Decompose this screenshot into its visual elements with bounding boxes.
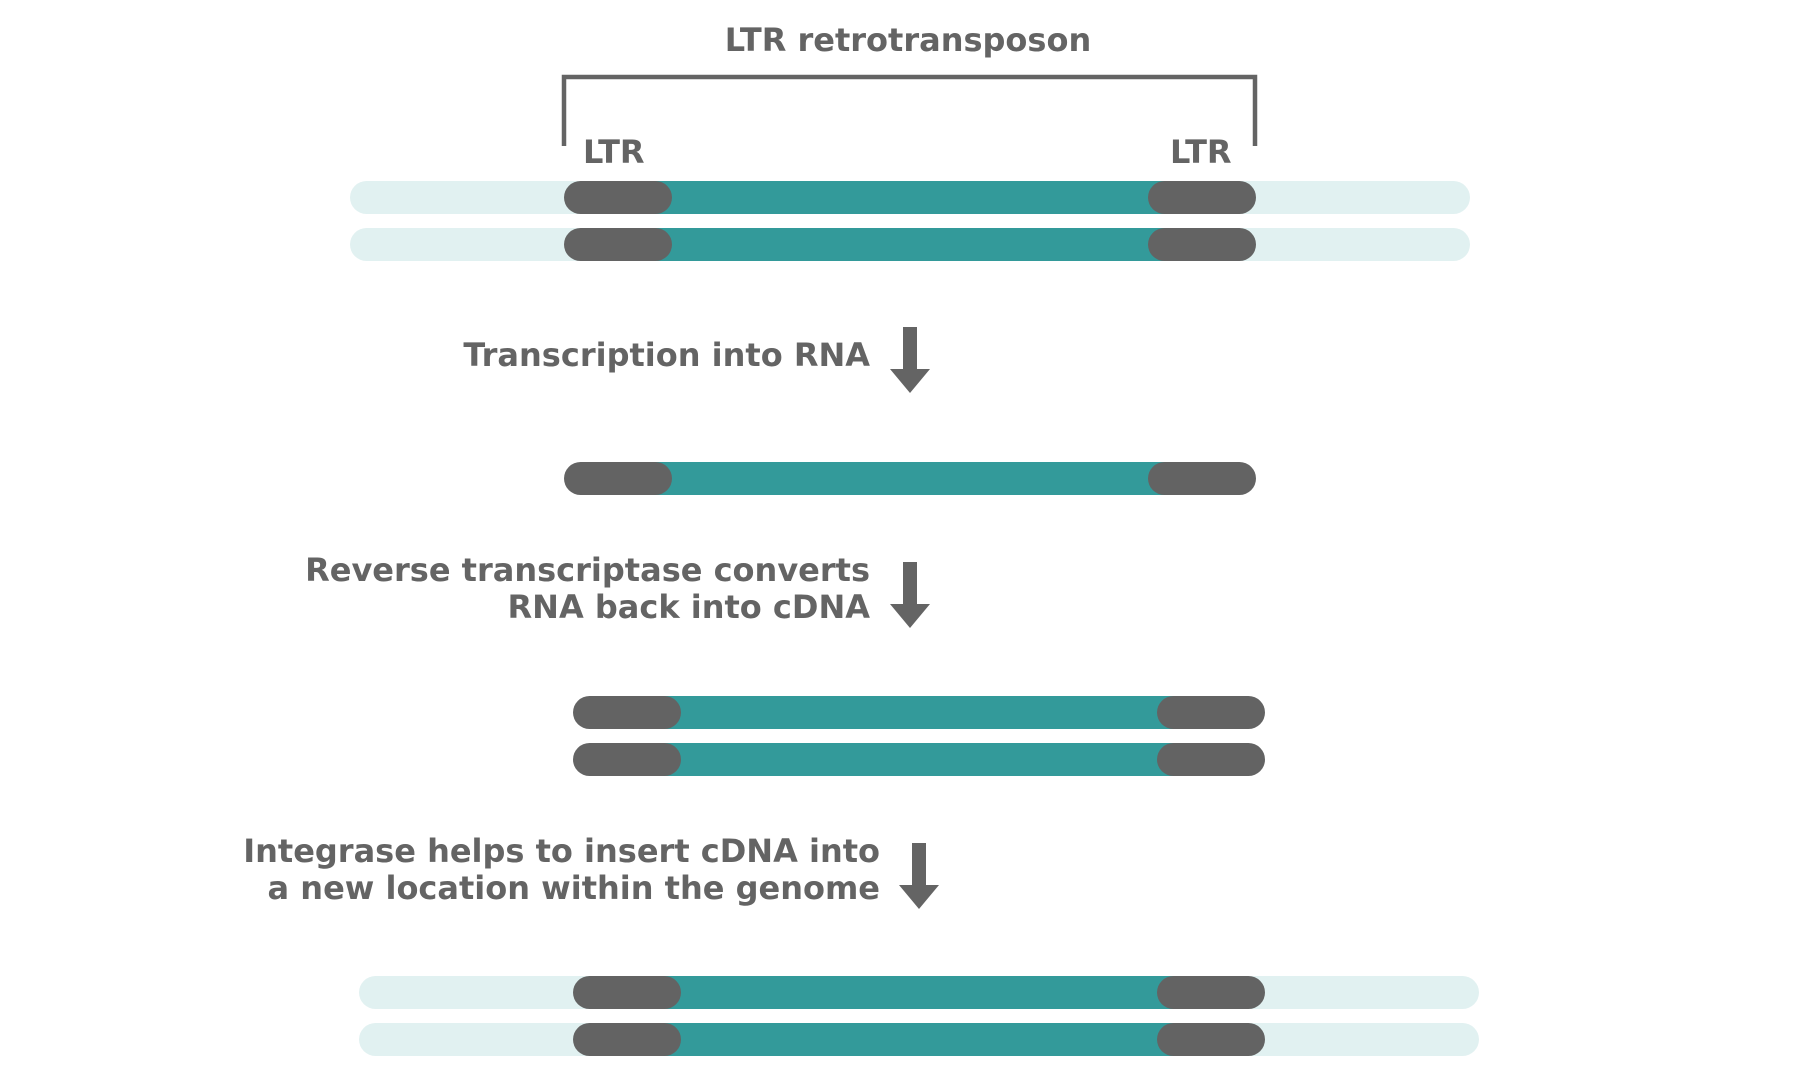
arrow-down-icon [890, 562, 930, 628]
ltr-label-left: LTR [583, 133, 645, 171]
cdna-ltr-right-top [1157, 696, 1265, 729]
ltr-right-top [1157, 976, 1265, 1009]
step-label-line: a new location within the genome [267, 868, 880, 907]
stage-cdna [573, 696, 1265, 776]
stage-genomic-dna-new-location [359, 976, 1479, 1056]
diagram-title: LTR retrotransposon [724, 21, 1092, 59]
ltr-label-right: LTR [1170, 133, 1232, 171]
ltr-right-bottom [1148, 228, 1256, 261]
stage-genomic-dna-original [350, 181, 1470, 261]
element-body-bottom [630, 1023, 1190, 1056]
stage-rna [564, 462, 1256, 495]
cdna-ltr-left-top [573, 696, 681, 729]
element-body-bottom [620, 228, 1180, 261]
ltr-left-top [573, 976, 681, 1009]
element-body-top [630, 976, 1190, 1009]
retrotransposon-bracket [561, 74, 1258, 146]
ltr-left-bottom [564, 228, 672, 261]
element-body-top [620, 181, 1180, 214]
cdna-ltr-left-bottom [573, 743, 681, 776]
step-label-transcription: Transcription into RNA [463, 337, 870, 374]
rna-body [620, 462, 1180, 495]
step-label-line: Transcription into RNA [463, 336, 870, 374]
arrow-down-icon [890, 327, 930, 393]
arrow-down-icon [899, 843, 939, 909]
cdna-ltr-right-bottom [1157, 743, 1265, 776]
step-label-reverse-transcription: Reverse transcriptase converts RNA back … [305, 552, 870, 626]
ltr-right-bottom [1157, 1023, 1265, 1056]
step-label-line: Reverse transcriptase converts [305, 551, 870, 589]
step-label-integration: Integrase helps to insert cDNA into a ne… [243, 833, 880, 907]
ltr-left-top [564, 181, 672, 214]
ltr-right-top [1148, 181, 1256, 214]
cdna-body-bottom [630, 743, 1190, 776]
rna-ltr-right [1148, 462, 1256, 495]
ltr-left-bottom [573, 1023, 681, 1056]
step-label-line: RNA back into cDNA [507, 587, 870, 626]
rna-ltr-left [564, 462, 672, 495]
step-label-line: Integrase helps to insert cDNA into [243, 832, 880, 870]
cdna-body-top [630, 696, 1190, 729]
